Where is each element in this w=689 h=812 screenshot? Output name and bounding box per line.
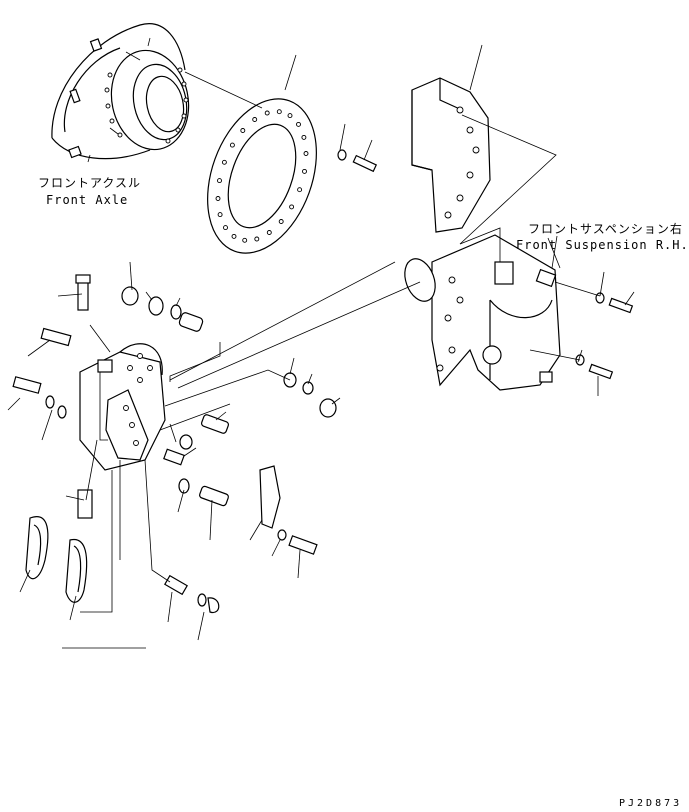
drawing-code: PJ2D873 [619,798,683,809]
disc-bolt-hole [278,219,284,224]
disc-bolt-hole [303,151,309,156]
disc-bolt-hole [289,204,295,210]
caliper-housing [79,343,166,471]
disc-bolt-hole [217,212,223,218]
disc-bolt-hole [276,109,282,115]
disc-bolt-hole [302,168,307,174]
leader-lines [7,37,635,641]
brake-pads [25,465,281,603]
disc-bolt-hole [252,117,258,122]
brake-disc [207,98,317,254]
disc-bolt-hole [242,237,248,243]
disc-bolt-hole [254,236,260,242]
assembly-lines [62,71,601,649]
caliper-bolt-holes [127,353,153,383]
caliper-bracket [411,77,491,233]
disc-bolt-hole [231,233,237,239]
disc-bolt-hole [264,110,270,116]
disc-bolt-hole [223,225,228,231]
wheel-hub [51,23,190,163]
disc-bolt-hole [297,187,303,193]
front-axle-label-en: Front Axle [46,193,129,207]
disc-bolt-hole [215,196,221,201]
front-suspension-label-en: Front Suspension R.H. [516,238,689,252]
disc-bolt-hole [301,134,307,140]
disc-bolt-hole [221,159,227,165]
front-suspension [404,234,561,391]
disc-bolt-hole [266,230,272,235]
disc-bolt-hole [296,121,301,127]
disc-bolt-hole [229,142,235,148]
front-suspension-label-jp: フロントサスペンション右 [528,222,683,236]
small-parts [12,149,634,614]
front-axle-label-jp: フロントアクスル [38,176,142,190]
disc-bolt-hole [287,113,293,119]
disc-bolt-hole [217,178,222,184]
disc-bolt-hole [240,128,246,133]
